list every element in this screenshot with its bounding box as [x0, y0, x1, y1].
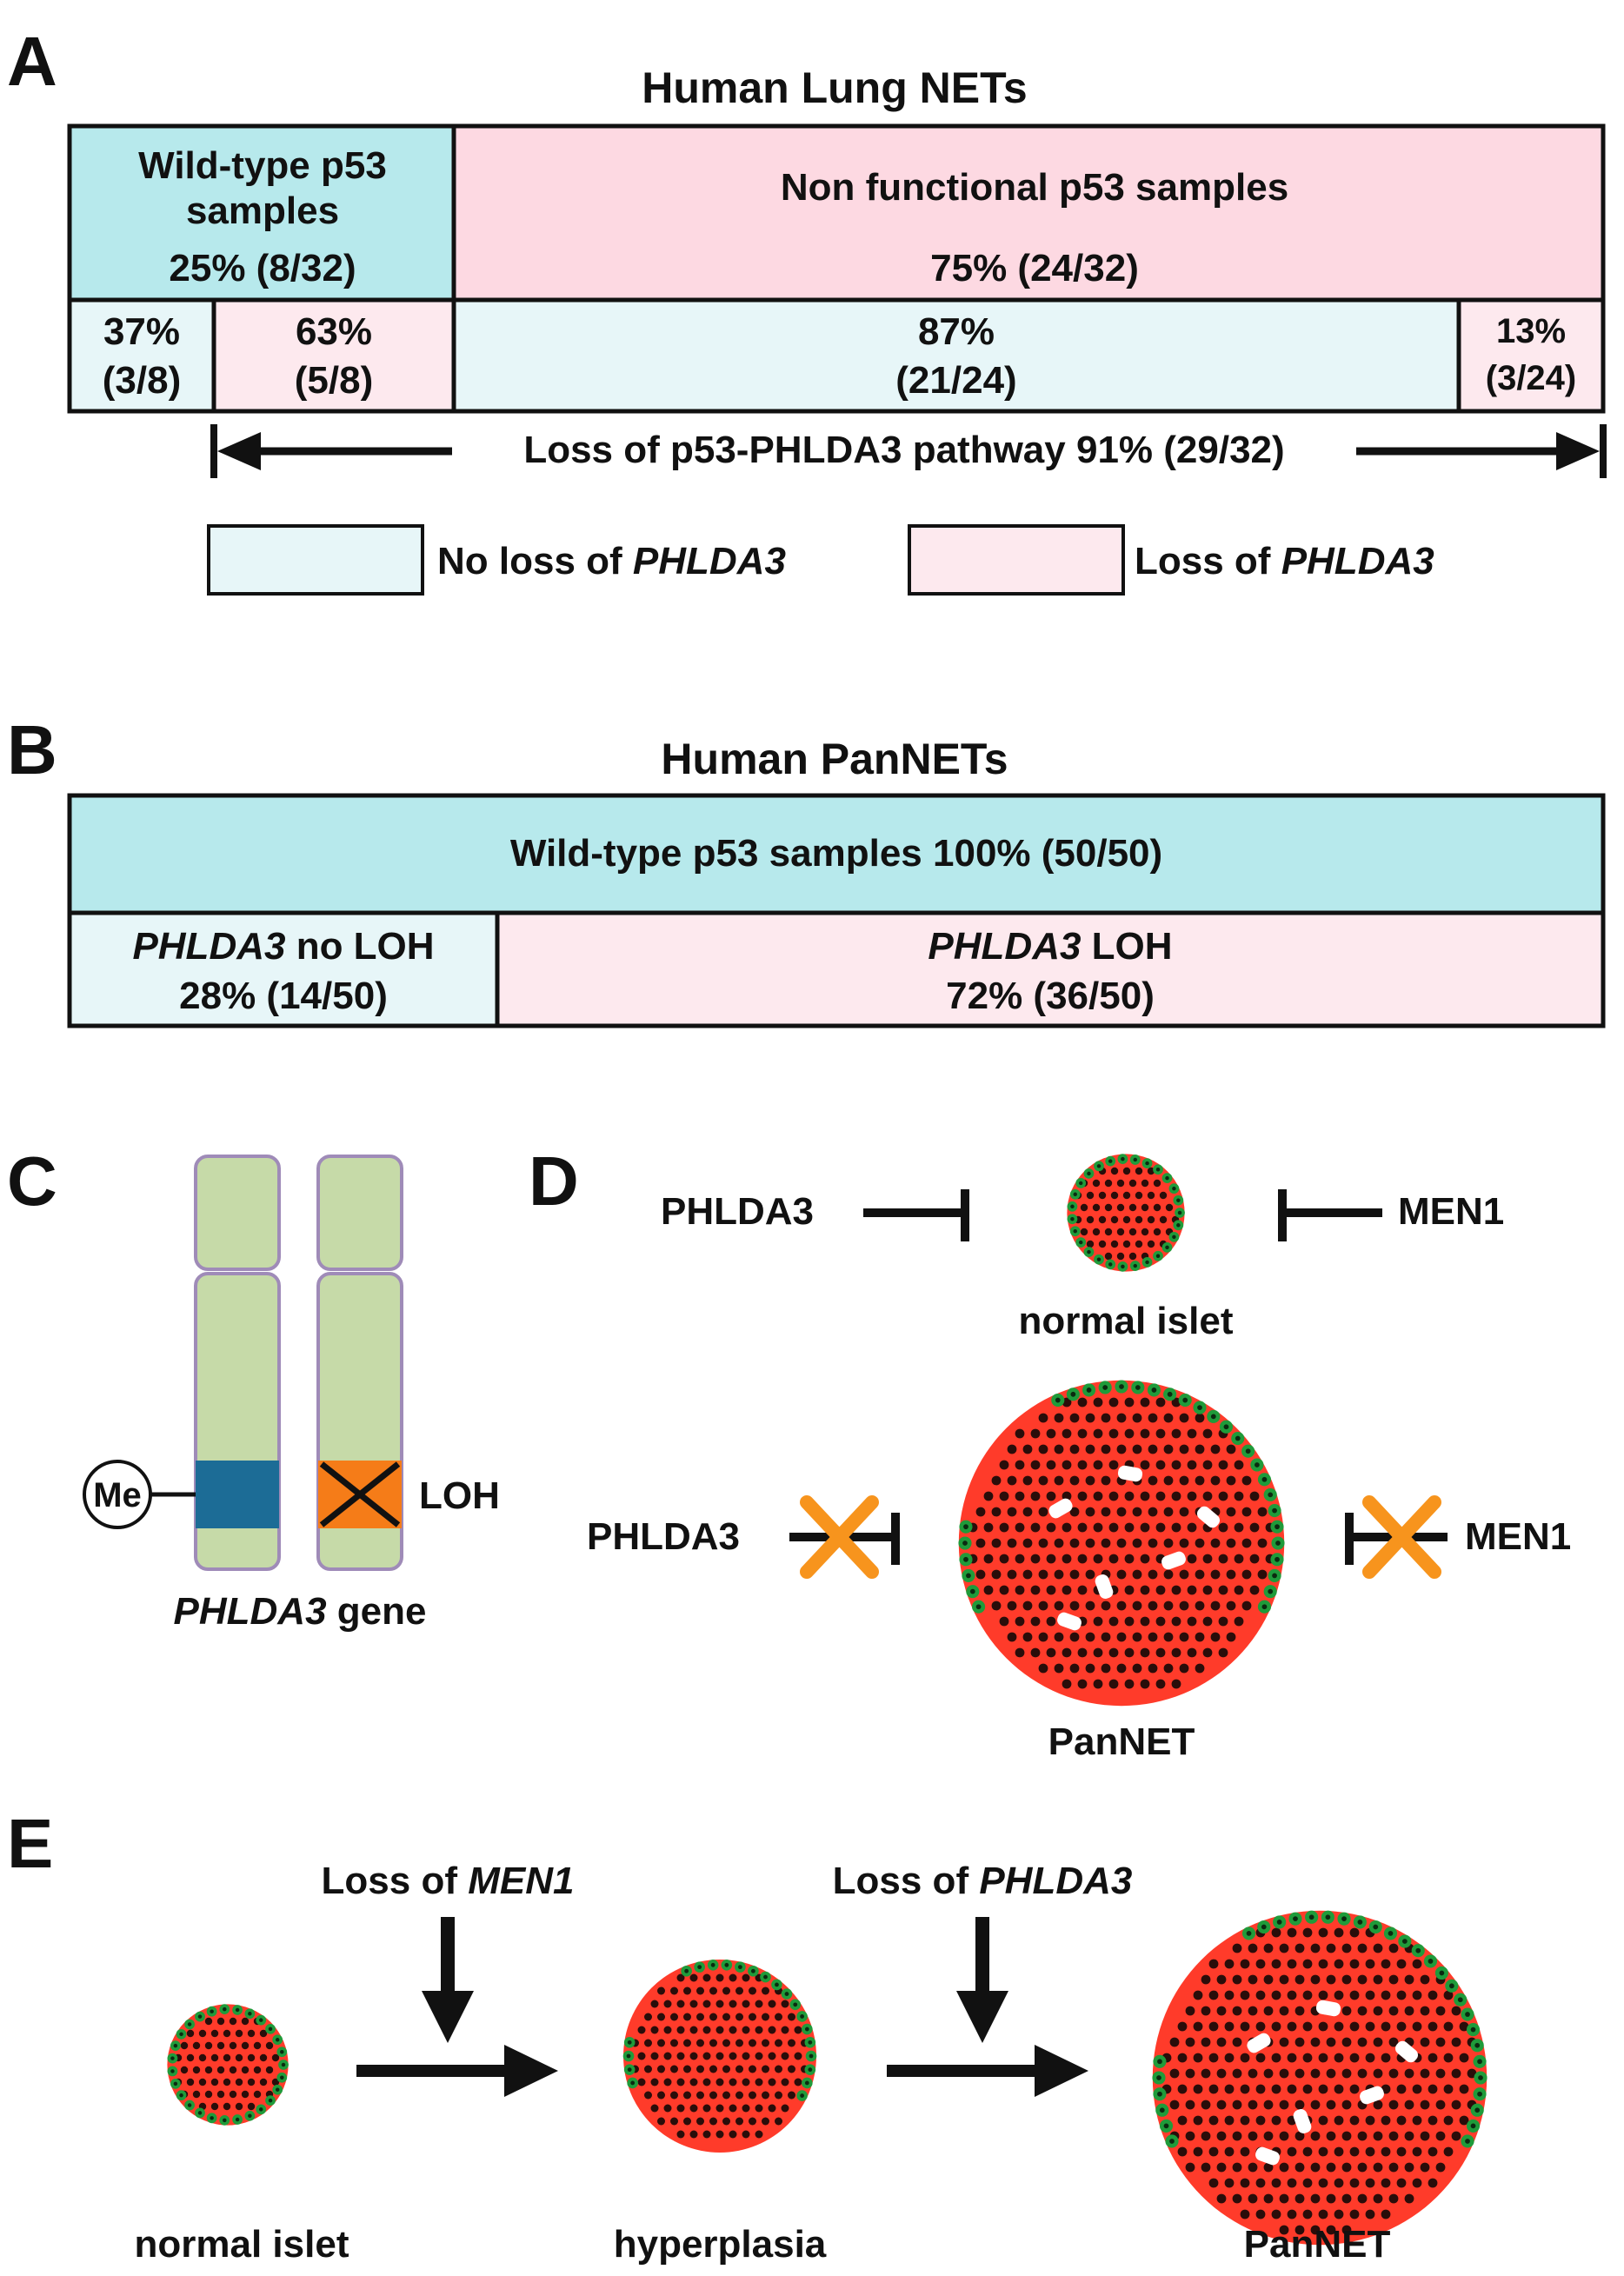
nonfunctional-stat: 75% (24/32) [930, 247, 1139, 289]
sub-box-1 [67, 297, 216, 414]
d-phlda3-label: PHLDA3 [661, 1190, 814, 1233]
methylation-label: Me [93, 1476, 142, 1514]
no-loh-stat: 28% (14/50) [179, 975, 388, 1017]
sub-1-frac: (3/8) [103, 359, 181, 402]
panel-b-title: Human PanNETs [661, 735, 1008, 783]
panet-wildtype-box [67, 793, 1606, 915]
sub-3-frac: (21/24) [895, 359, 1016, 402]
e-hyperplasia-icon [622, 1959, 817, 2153]
e-loss-phlda3-label: Loss of PHLDA3 [833, 1860, 1133, 1902]
legend-no-loss-swatch [207, 524, 424, 596]
panel-a-letter: A [7, 23, 57, 100]
sub-1-pct: 37% [103, 310, 180, 353]
sub-2-pct: 63% [296, 310, 372, 353]
d-men1-lost-label: MEN1 [1465, 1515, 1571, 1558]
sub-box-3 [451, 297, 1461, 414]
chromosome-right [316, 1155, 403, 1571]
e-arrow-1 [356, 1917, 558, 2097]
wildtype-stat: 25% (8/32) [169, 247, 356, 289]
d-phlda3-lost-label: PHLDA3 [587, 1515, 740, 1558]
d-men1-label: MEN1 [1398, 1190, 1504, 1233]
d-normal-islet-label: normal islet [1019, 1300, 1234, 1342]
loh-label: PHLDA3 LOH [928, 925, 1172, 968]
sub-4-pct: 13% [1496, 312, 1566, 350]
e-pannet-icon [1152, 1910, 1488, 2246]
legend-loss-text: Loss of PHLDA3 [1135, 540, 1434, 582]
d-phlda3-inhibition-arrow [863, 1189, 969, 1241]
phlda3-gene-label: PHLDA3 gene [174, 1590, 427, 1633]
e-stage-hyperplasia-label: hyperplasia [614, 2223, 827, 2266]
sub-3-pct: 87% [918, 310, 995, 353]
panet-wildtype-label: Wild-type p53 samples 100% (50/50) [510, 832, 1162, 875]
sub-2-frac: (5/8) [295, 359, 373, 402]
panel-d-letter: D [529, 1142, 579, 1220]
methylation-band [196, 1461, 279, 1528]
panel-e-letter: E [7, 1805, 53, 1882]
e-stage-pannet-label: PanNET [1244, 2223, 1391, 2266]
e-normal-islet-icon [167, 2004, 289, 2126]
wildtype-line2: samples [186, 190, 339, 232]
sub-box-4 [1456, 297, 1606, 414]
d-men1-orange-cross-icon [1362, 1495, 1441, 1579]
chromosome-left [194, 1155, 281, 1571]
nonfunctional-p53-box [451, 123, 1606, 303]
legend-no-loss-text: No loss of PHLDA3 [437, 540, 786, 582]
pannet-tumor-icon [958, 1380, 1285, 1707]
normal-islet-icon [1067, 1154, 1185, 1272]
legend-loss-swatch [908, 524, 1125, 596]
e-loss-men1-label: Loss of MEN1 [322, 1860, 575, 1902]
wildtype-p53-box [67, 123, 456, 303]
chromosome-loh-label: LOH [419, 1474, 500, 1517]
nonfunctional-label: Non functional p53 samples [781, 166, 1288, 209]
d-phlda3-orange-cross-icon [800, 1495, 879, 1579]
panel-a-title: Human Lung NETs [642, 63, 1028, 112]
sub-4-frac: (3/24) [1486, 359, 1577, 397]
no-loh-label: PHLDA3 no LOH [132, 925, 434, 968]
methylation-circle [83, 1460, 152, 1529]
d-pannet-label: PanNET [1048, 1720, 1195, 1763]
pathway-double-arrow [210, 424, 1607, 478]
panel-c-letter: C [7, 1142, 57, 1220]
e-stage-normal-label: normal islet [135, 2223, 349, 2266]
wildtype-line1: Wild-type p53 [138, 144, 387, 187]
no-loh-box [67, 910, 500, 1028]
pathway-label: Loss of p53-PHLDA3 pathway 91% (29/32) [523, 429, 1284, 471]
e-arrow-2 [887, 1917, 1088, 2097]
panel-b-letter: B [7, 711, 57, 789]
d-phlda3-lost-arrow [789, 1495, 900, 1579]
d-men1-lost-arrow [1345, 1495, 1448, 1579]
d-men1-inhibition-arrow [1278, 1189, 1382, 1241]
loh-stat: 72% (36/50) [946, 975, 1155, 1017]
loh-box [495, 910, 1606, 1028]
